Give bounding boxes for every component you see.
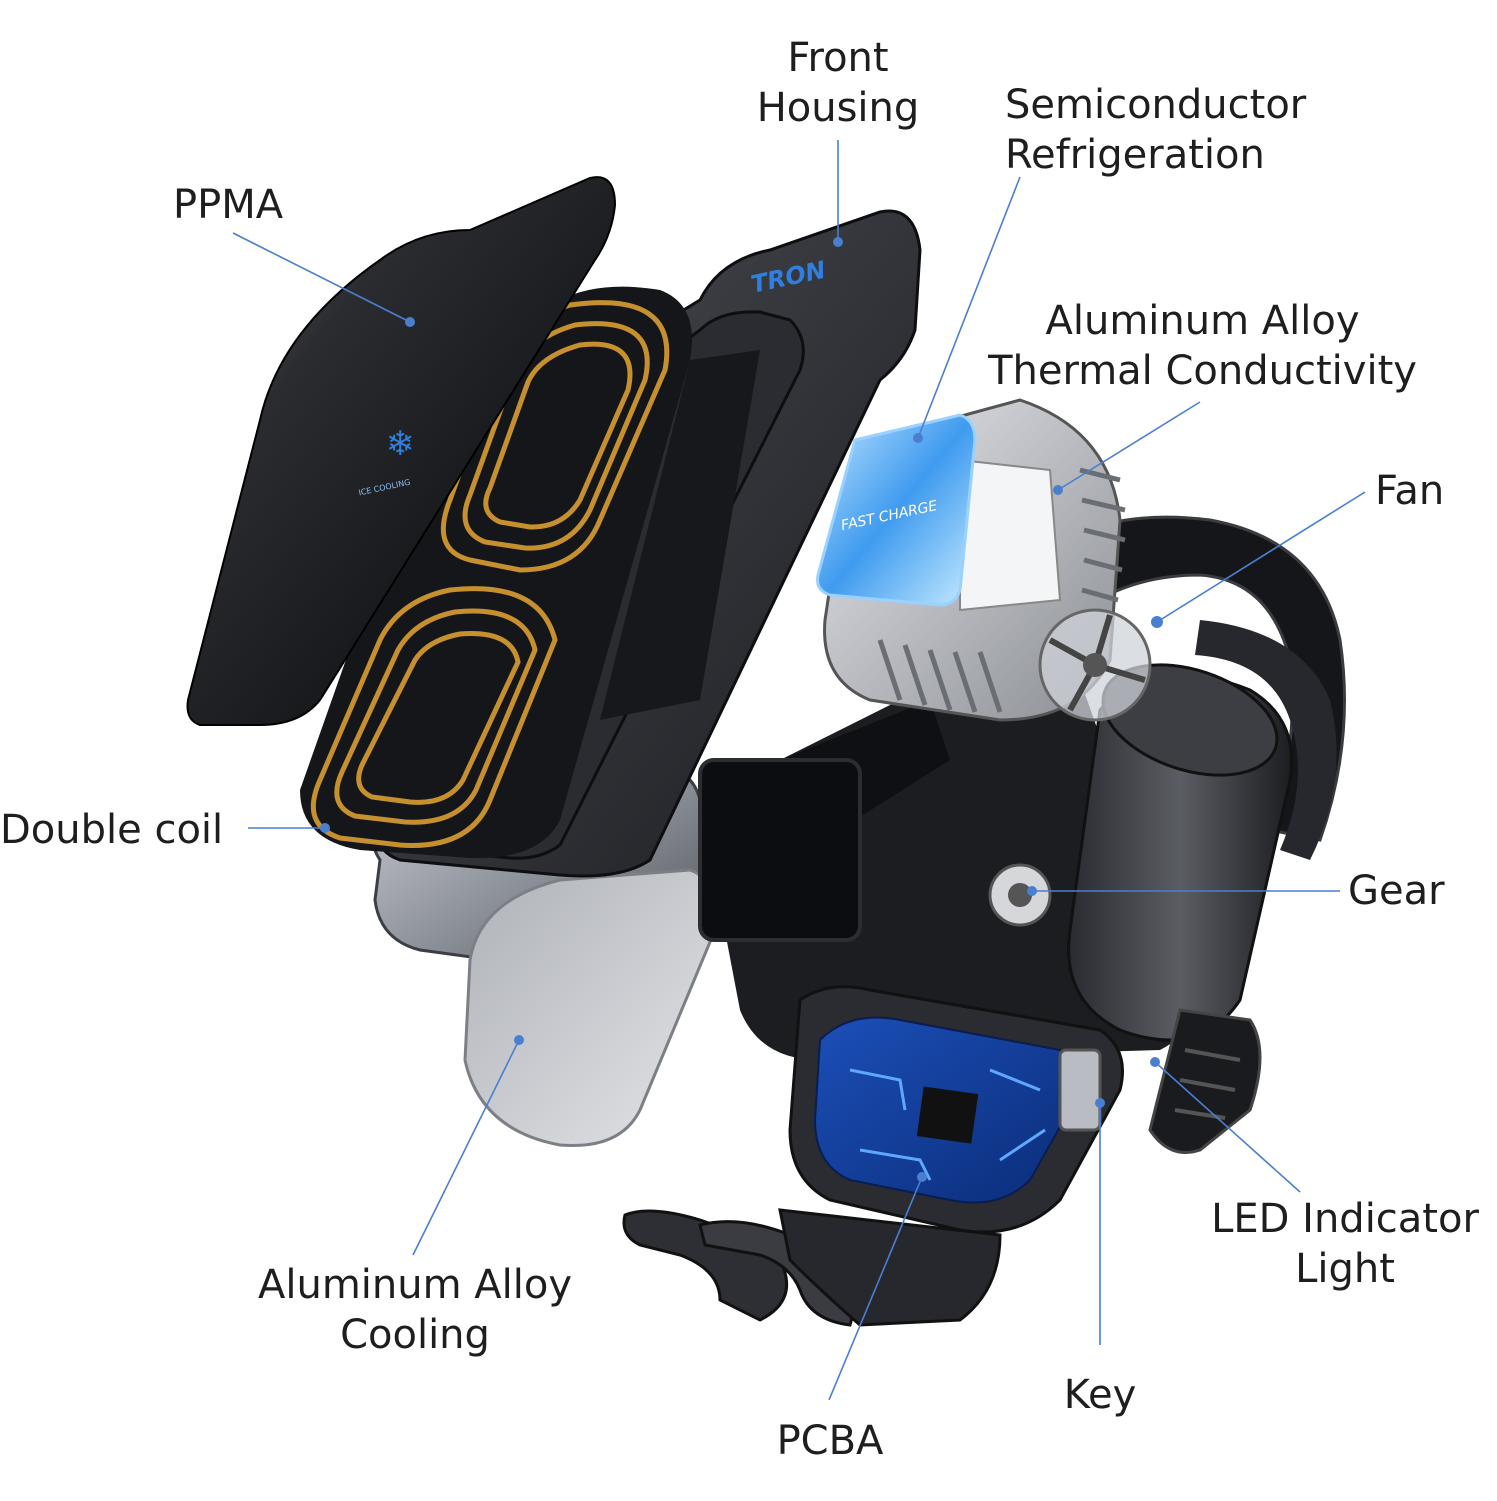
label-led-indicator-line1: LED Indicator (1211, 1196, 1479, 1242)
leader-aluminum-cooling (412, 1039, 520, 1256)
leader-dots (320, 237, 1163, 1182)
label-gear-text: Gear (1348, 868, 1445, 914)
leader-aluminum-thermal (1057, 401, 1201, 491)
label-ppma-text: PPMA (173, 182, 284, 228)
label-double-coil-text: Double coil (0, 807, 224, 853)
label-aluminum-thermal-line2: Thermal Conductivity (988, 348, 1417, 394)
ppma-pad: ❄ ICE COOLING (186, 176, 617, 726)
label-key: Key (1040, 1370, 1160, 1420)
label-front-housing: Front Housing (738, 33, 938, 133)
leader-fan (1156, 491, 1366, 623)
leader-lines (232, 140, 1366, 1401)
label-aluminum-thermal-line1: Aluminum Alloy (1045, 298, 1360, 344)
dot-front-housing (833, 237, 843, 247)
label-pcba: PCBA (755, 1416, 905, 1466)
dot-gear (1027, 886, 1037, 896)
label-aluminum-cooling: Aluminum Alloy Cooling (240, 1260, 590, 1360)
label-semiconductor: Semiconductor Refrigeration (1005, 80, 1306, 180)
dot-fan (1151, 616, 1163, 628)
label-semiconductor-line2: Refrigeration (1005, 132, 1265, 178)
leader-led-indicator (1154, 1061, 1301, 1193)
leader-pcba (828, 1176, 923, 1401)
label-fan: Fan (1375, 466, 1444, 516)
dot-aluminum-thermal (1053, 485, 1063, 495)
label-double-coil: Double coil (0, 805, 223, 855)
label-key-text: Key (1063, 1372, 1137, 1418)
dot-aluminum-cooling (514, 1035, 524, 1045)
dot-led-indicator (1150, 1057, 1160, 1067)
dot-semiconductor (913, 433, 923, 443)
dot-ppma (405, 317, 415, 327)
leader-semiconductor (917, 176, 1021, 439)
label-led-indicator-line2: Light (1295, 1246, 1395, 1292)
fan-illustration (1038, 608, 1152, 722)
dot-double-coil (320, 823, 330, 833)
label-front-housing-line1: Front (787, 35, 889, 81)
label-aluminum-thermal: Aluminum Alloy Thermal Conductivity (955, 296, 1450, 396)
label-aluminum-cooling-line2: Cooling (340, 1312, 490, 1358)
snowflake-icon: ❄ (386, 424, 415, 464)
label-gear: Gear (1348, 866, 1445, 916)
label-fan-text: Fan (1375, 468, 1445, 514)
dot-key (1095, 1098, 1105, 1108)
label-led-indicator: LED Indicator Light (1195, 1194, 1495, 1294)
label-ppma: PPMA (173, 180, 283, 230)
bottom-cradle (622, 985, 1124, 1327)
label-pcba-text: PCBA (776, 1418, 884, 1464)
label-aluminum-cooling-line1: Aluminum Alloy (257, 1262, 573, 1308)
gear-illustration (988, 863, 1052, 927)
label-front-housing-line2: Housing (756, 85, 920, 131)
label-semiconductor-line1: Semiconductor (1005, 82, 1307, 128)
dot-pcba (917, 1172, 927, 1182)
semiconductor-refrigeration-block: FAST CHARGE (816, 413, 977, 607)
leader-ppma (232, 232, 411, 323)
